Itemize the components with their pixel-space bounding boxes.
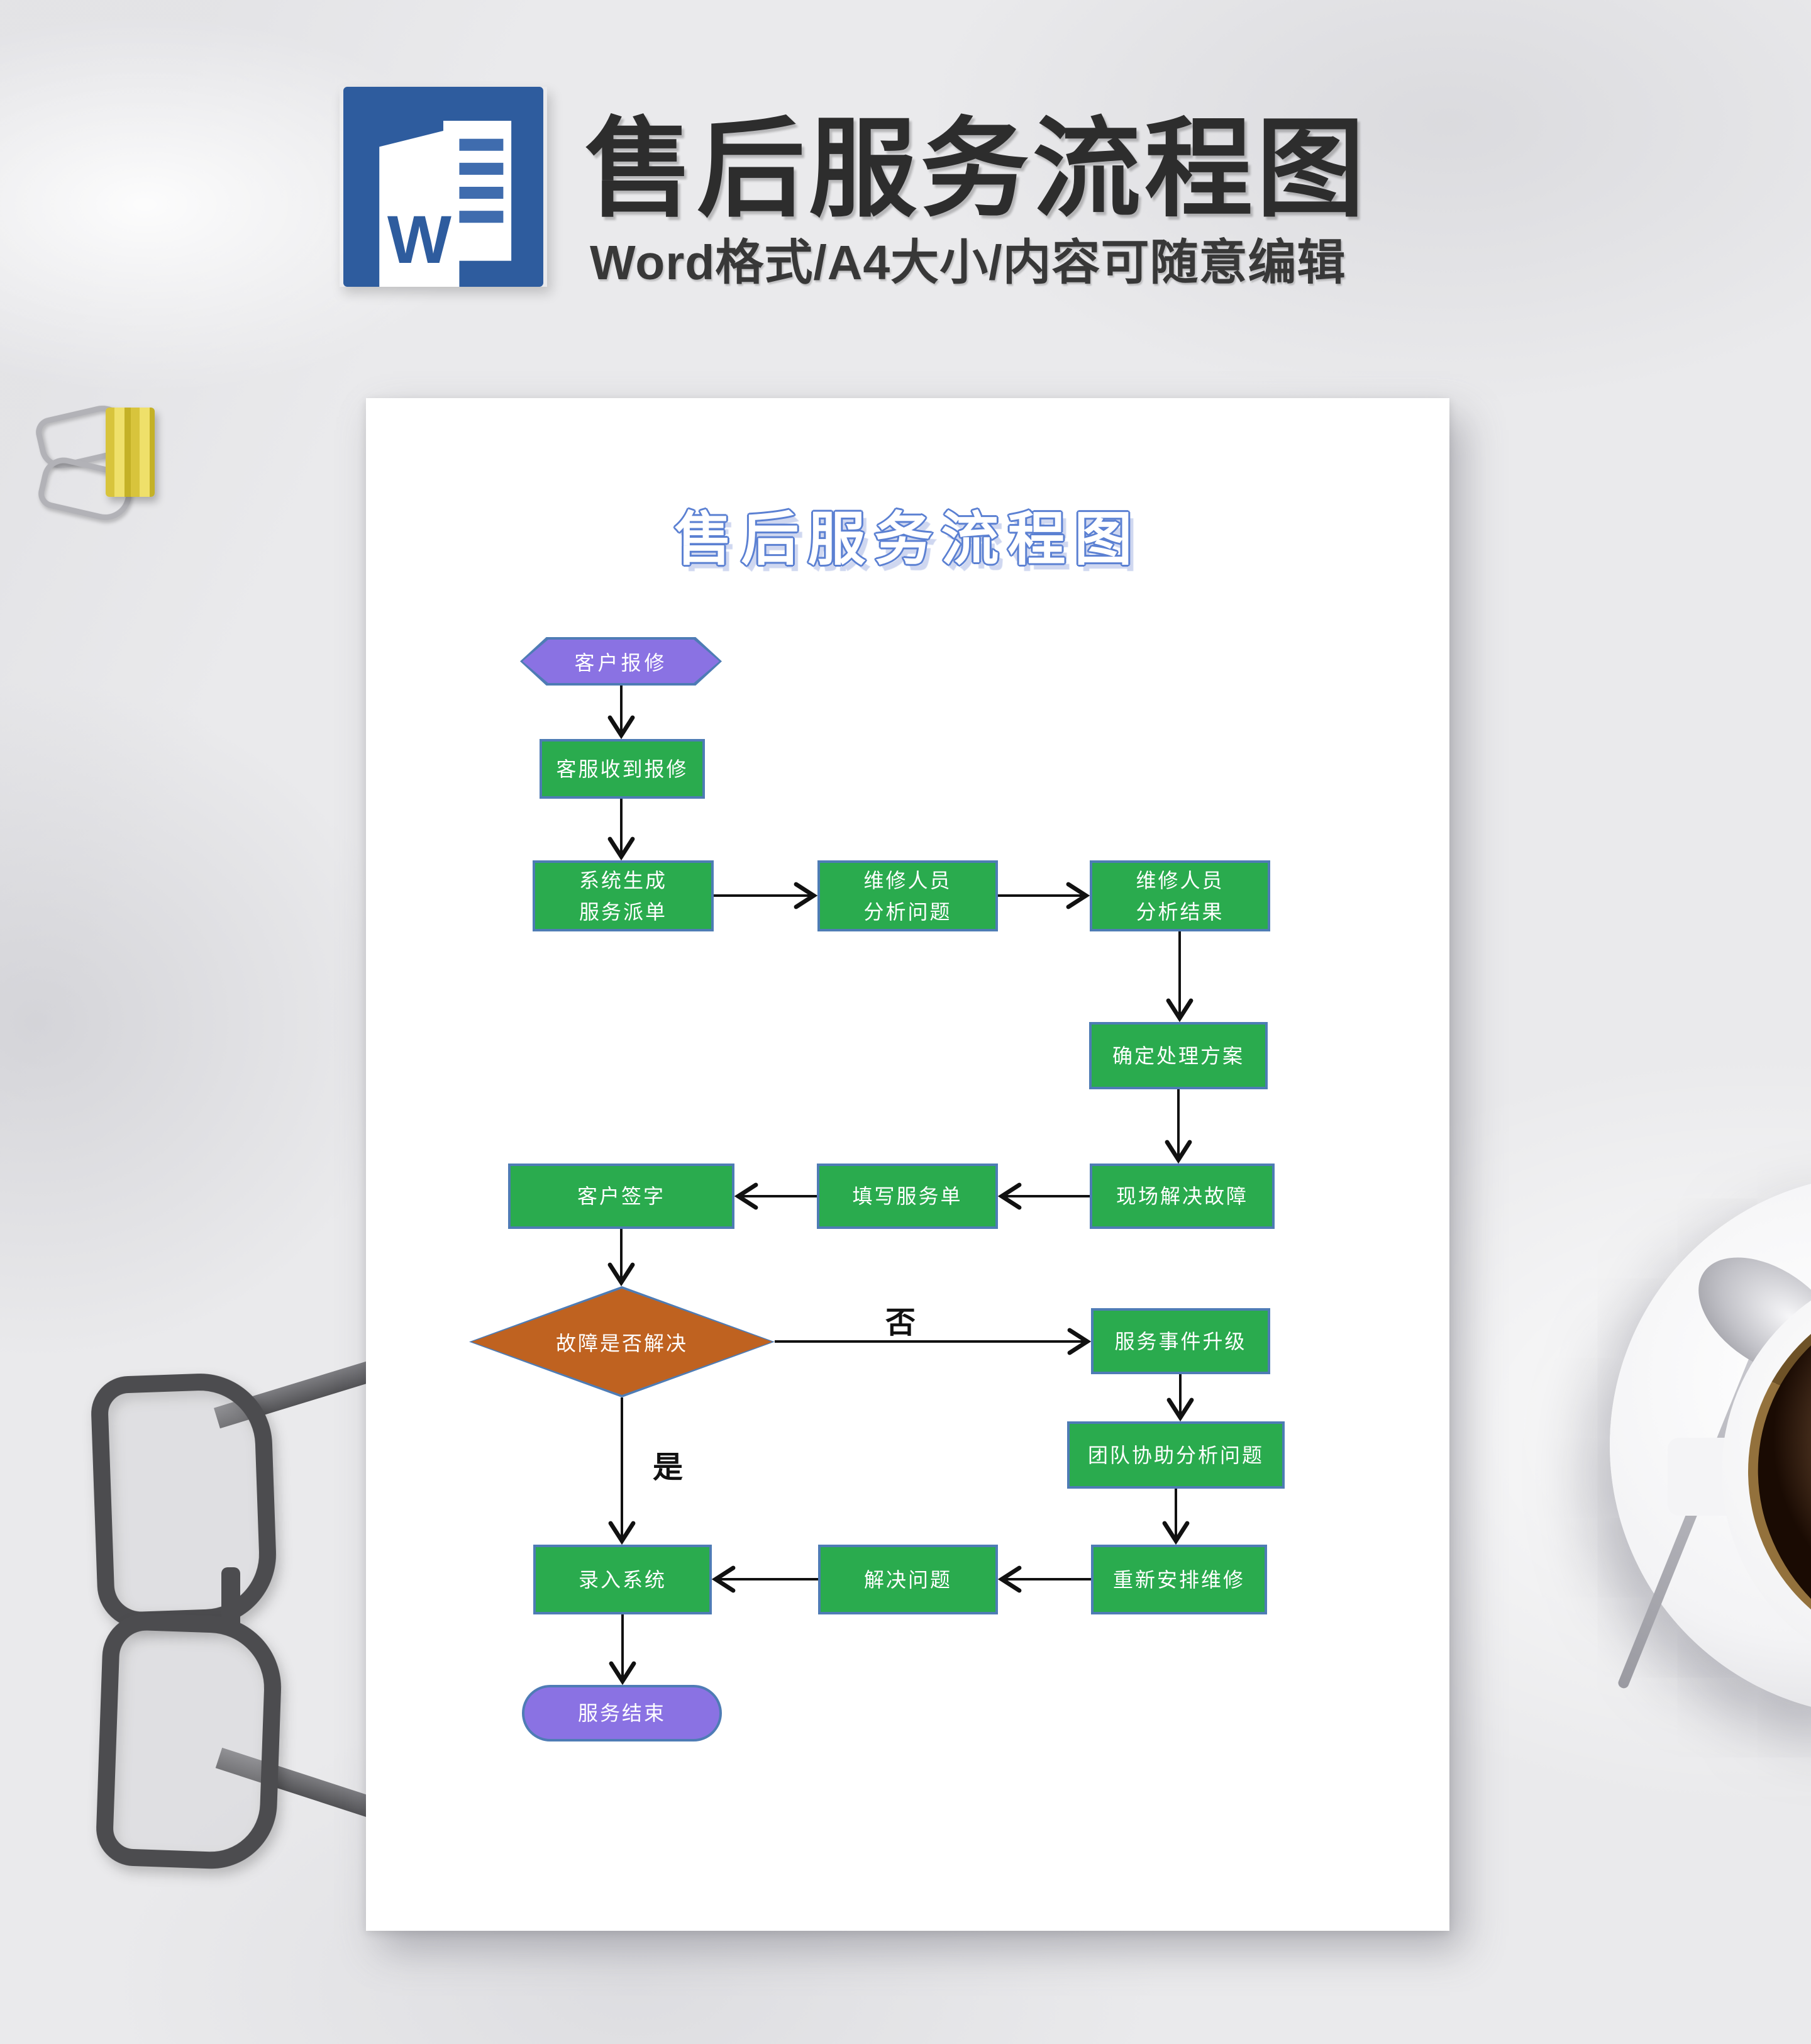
flow-node-result: 维修人员 分析结果 [1090,860,1270,931]
banner-title: 售后服务流程图 [585,109,1368,230]
flow-node-label: 客户签字 [577,1185,665,1208]
flow-node-label-line2: 分析问题 [863,900,952,923]
eyeglasses-bridge [221,1567,240,1635]
edge-label-no: 否 [885,1306,916,1340]
flow-node-label-line2: 服务派单 [579,900,667,923]
flow-node-label: 服务事件升级 [1114,1330,1247,1353]
flow-node-label: 录入系统 [578,1568,667,1591]
eyeglasses-lens [95,1612,284,1871]
flow-node-solve: 解决问题 [818,1545,998,1614]
flow-node-label: 确定处理方案 [1112,1044,1244,1067]
flow-node-reschedule: 重新安排维修 [1091,1545,1267,1614]
flow-node-escalate: 服务事件升级 [1091,1308,1270,1374]
eyeglasses-lens [90,1371,279,1630]
flow-node-label: 填写服务单 [852,1185,963,1208]
binder-clip-body [106,408,155,497]
flow-node-label: 现场解决故障 [1116,1185,1248,1208]
word-icon-letter: W [387,201,451,277]
banner-subtitle: Word格式/A4大小/内容可随意编辑 [590,236,1346,290]
flow-node-plan: 确定处理方案 [1089,1022,1268,1089]
flow-node-label-line1: 维修人员 [863,869,952,892]
flow-arrows [607,686,1194,1686]
flowchart-title: 售后服务流程图 [673,507,1141,573]
word-app-icon: W [343,87,543,287]
flow-node-label-line2: 分析结果 [1136,900,1224,923]
flow-node-sign: 客户签字 [508,1164,734,1229]
flow-node-analyze: 维修人员 分析问题 [817,860,998,931]
document-page: 售后服务流程图 [366,398,1449,1931]
flow-node-end: 服务结束 [522,1685,722,1741]
flow-node-record: 录入系统 [533,1545,712,1614]
flow-node-label: 客服收到报修 [556,757,689,780]
flow-node-label-line1: 维修人员 [1136,869,1224,892]
flow-node-label: 服务结束 [577,1702,666,1725]
flow-node-onsite: 现场解决故障 [1090,1164,1275,1229]
edge-label-yes: 是 [652,1451,683,1484]
flow-node-label: 客户报修 [574,651,668,674]
hexagon-fill [523,640,719,683]
flow-node-decision: 故障是否解决 [469,1286,775,1397]
flow-node-form: 填写服务单 [817,1164,998,1229]
flow-node-label: 重新安排维修 [1112,1568,1245,1591]
flow-node-start: 客户报修 [520,637,722,686]
flow-node-label: 故障是否解决 [555,1331,688,1355]
flow-node-dispatch: 系统生成 服务派单 [533,860,714,931]
flow-node-team: 团队协助分析问题 [1067,1421,1285,1489]
flow-node-receive: 客服收到报修 [540,739,705,799]
flow-node-label: 团队协助分析问题 [1087,1443,1264,1467]
flow-node-label-line1: 系统生成 [579,869,667,892]
flow-node-label: 解决问题 [863,1568,952,1591]
